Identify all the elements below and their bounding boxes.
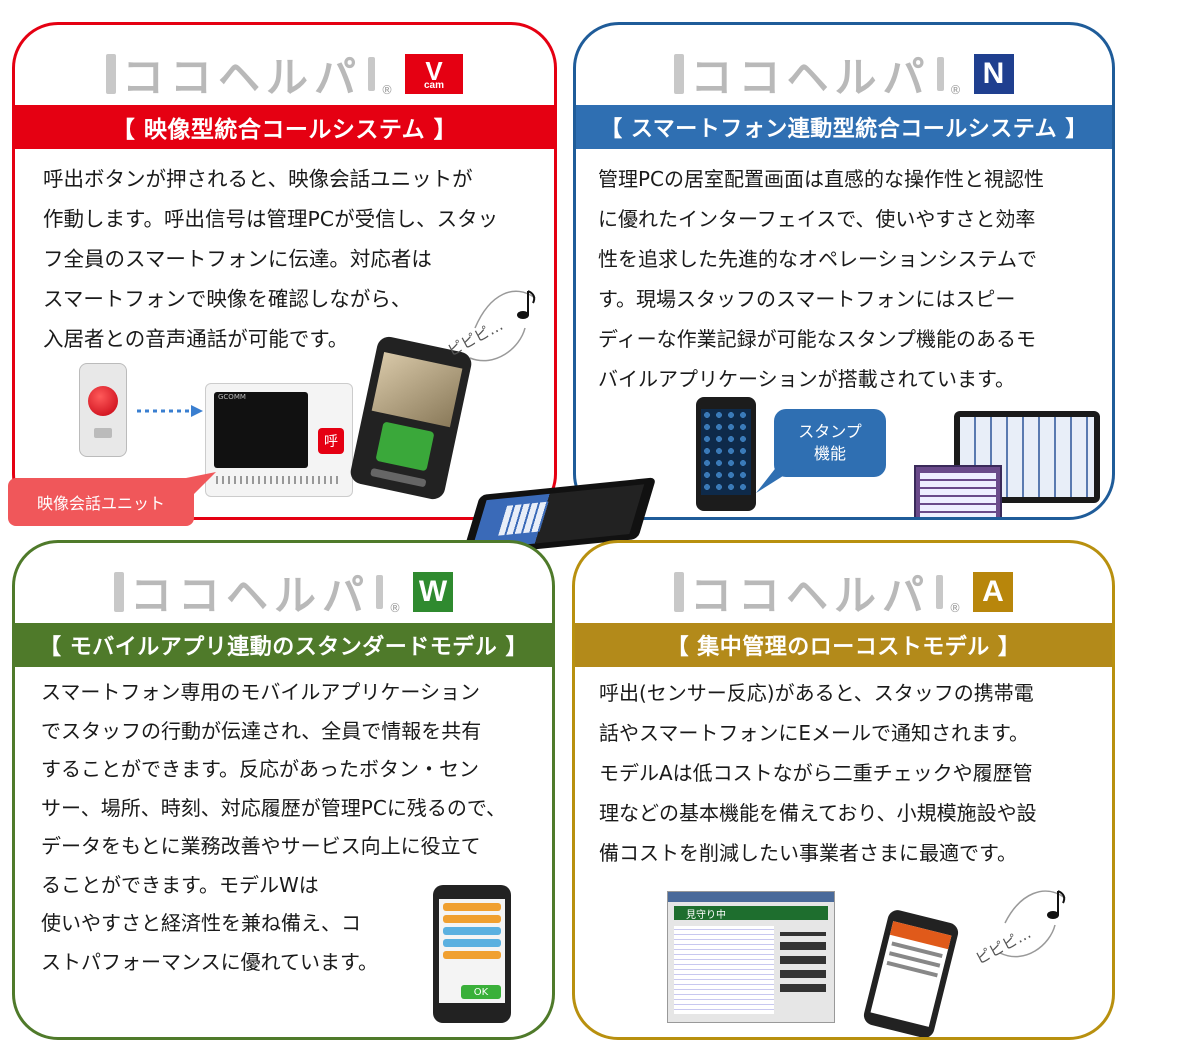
heading-n: 【 スマートフォン連動型統合コールシステム 】 — [600, 117, 1088, 142]
panel-a: ココヘルパ ® A 【 集中管理のローコストモデル 】 呼出(センサー反応)があ… — [572, 540, 1115, 1040]
heading-vcam: 【 映像型統合コールシステム 】 — [111, 117, 458, 143]
badge-w: W — [413, 572, 453, 612]
monitor-status-bar: 見守り中 — [674, 906, 828, 921]
logo-text: ココヘルパ — [129, 570, 370, 620]
logo-text: ココヘルパ — [690, 52, 931, 102]
monitoring-software-window: 見守り中 — [667, 891, 835, 1023]
heading-band: 【 映像型統合コールシステム 】 — [15, 105, 554, 149]
logo-text: ココヘルパ — [121, 52, 362, 102]
sound-wave-icon — [469, 290, 536, 362]
badge-vcam: V cam — [405, 54, 463, 94]
device-brand: GCOMM — [218, 393, 246, 401]
stamp-callout: スタンプ 機能 — [774, 409, 886, 477]
logo-a: ココヘルパ ® A — [575, 561, 1112, 623]
mobile-phone-email — [861, 908, 961, 1037]
ok-button[interactable]: OK — [461, 985, 501, 999]
call-button-image — [79, 363, 127, 457]
dotted-arrow-icon — [137, 405, 203, 417]
room-layout-thumbnails — [914, 465, 1002, 517]
registered-mark: ® — [949, 83, 962, 97]
description-a: 呼出(センサー反応)があると、スタッフの携帯電 話やスマートフォンにEメールで通… — [599, 681, 1037, 865]
callout-pointer — [186, 472, 216, 494]
badge-a: A — [973, 572, 1013, 612]
heading-band: 【 スマートフォン連動型統合コールシステム 】 — [576, 105, 1112, 149]
smartphone-stamp — [696, 397, 756, 511]
heading-band: 【 モバイルアプリ連動のスタンダードモデル 】 — [15, 623, 552, 667]
logo-w: ココヘルパ ® W — [15, 561, 552, 623]
heading-band: 【 集中管理のローコストモデル 】 — [575, 623, 1112, 667]
sound-wave-icon — [999, 890, 1066, 958]
video-intercom-unit: GCOMM 呼 — [205, 383, 353, 497]
description-n: 管理PCの居室配置画面は直感的な操作性と視認性 に優れたインターフェイスで、使い… — [598, 167, 1045, 391]
call-key: 呼 — [318, 428, 344, 454]
heading-a: 【 集中管理のローコストモデル 】 — [666, 635, 1021, 660]
heading-w: 【 モバイルアプリ連動のスタンダードモデル 】 — [39, 635, 528, 660]
panel-w: ココヘルパ ® W 【 モバイルアプリ連動のスタンダードモデル 】 スマートフォ… — [12, 540, 555, 1040]
description-vcam: 呼出ボタンが押されると、映像会話ユニットが 作動します。呼出信号は管理PCが受信… — [43, 167, 499, 351]
registered-mark: ® — [381, 83, 393, 97]
registered-mark: ® — [949, 601, 961, 615]
panel-vcam: ココヘルパ ® V cam 【 映像型統合コールシステム 】 呼出ボタンが押され… — [12, 22, 557, 520]
panel-n: ココヘルパ ® N 【 スマートフォン連動型統合コールシステム 】 管理PCの居… — [573, 22, 1115, 520]
logo-text: ココヘルパ — [689, 570, 930, 620]
smartphone-app: OK — [433, 885, 511, 1023]
description-w: スマートフォン専用のモバイルアプリケーション でスタッフの行動が伝達され、全員で… — [41, 680, 507, 974]
call-button-red — [88, 386, 118, 416]
logo-vcam: ココヘルパ ® V cam — [15, 43, 554, 105]
logo-n: ココヘルパ ® N — [576, 43, 1112, 105]
stamp-callout-pointer — [756, 465, 794, 493]
badge-n: N — [973, 54, 1014, 94]
video-unit-callout: 映像会話ユニット — [8, 478, 194, 526]
registered-mark: ® — [389, 601, 401, 615]
